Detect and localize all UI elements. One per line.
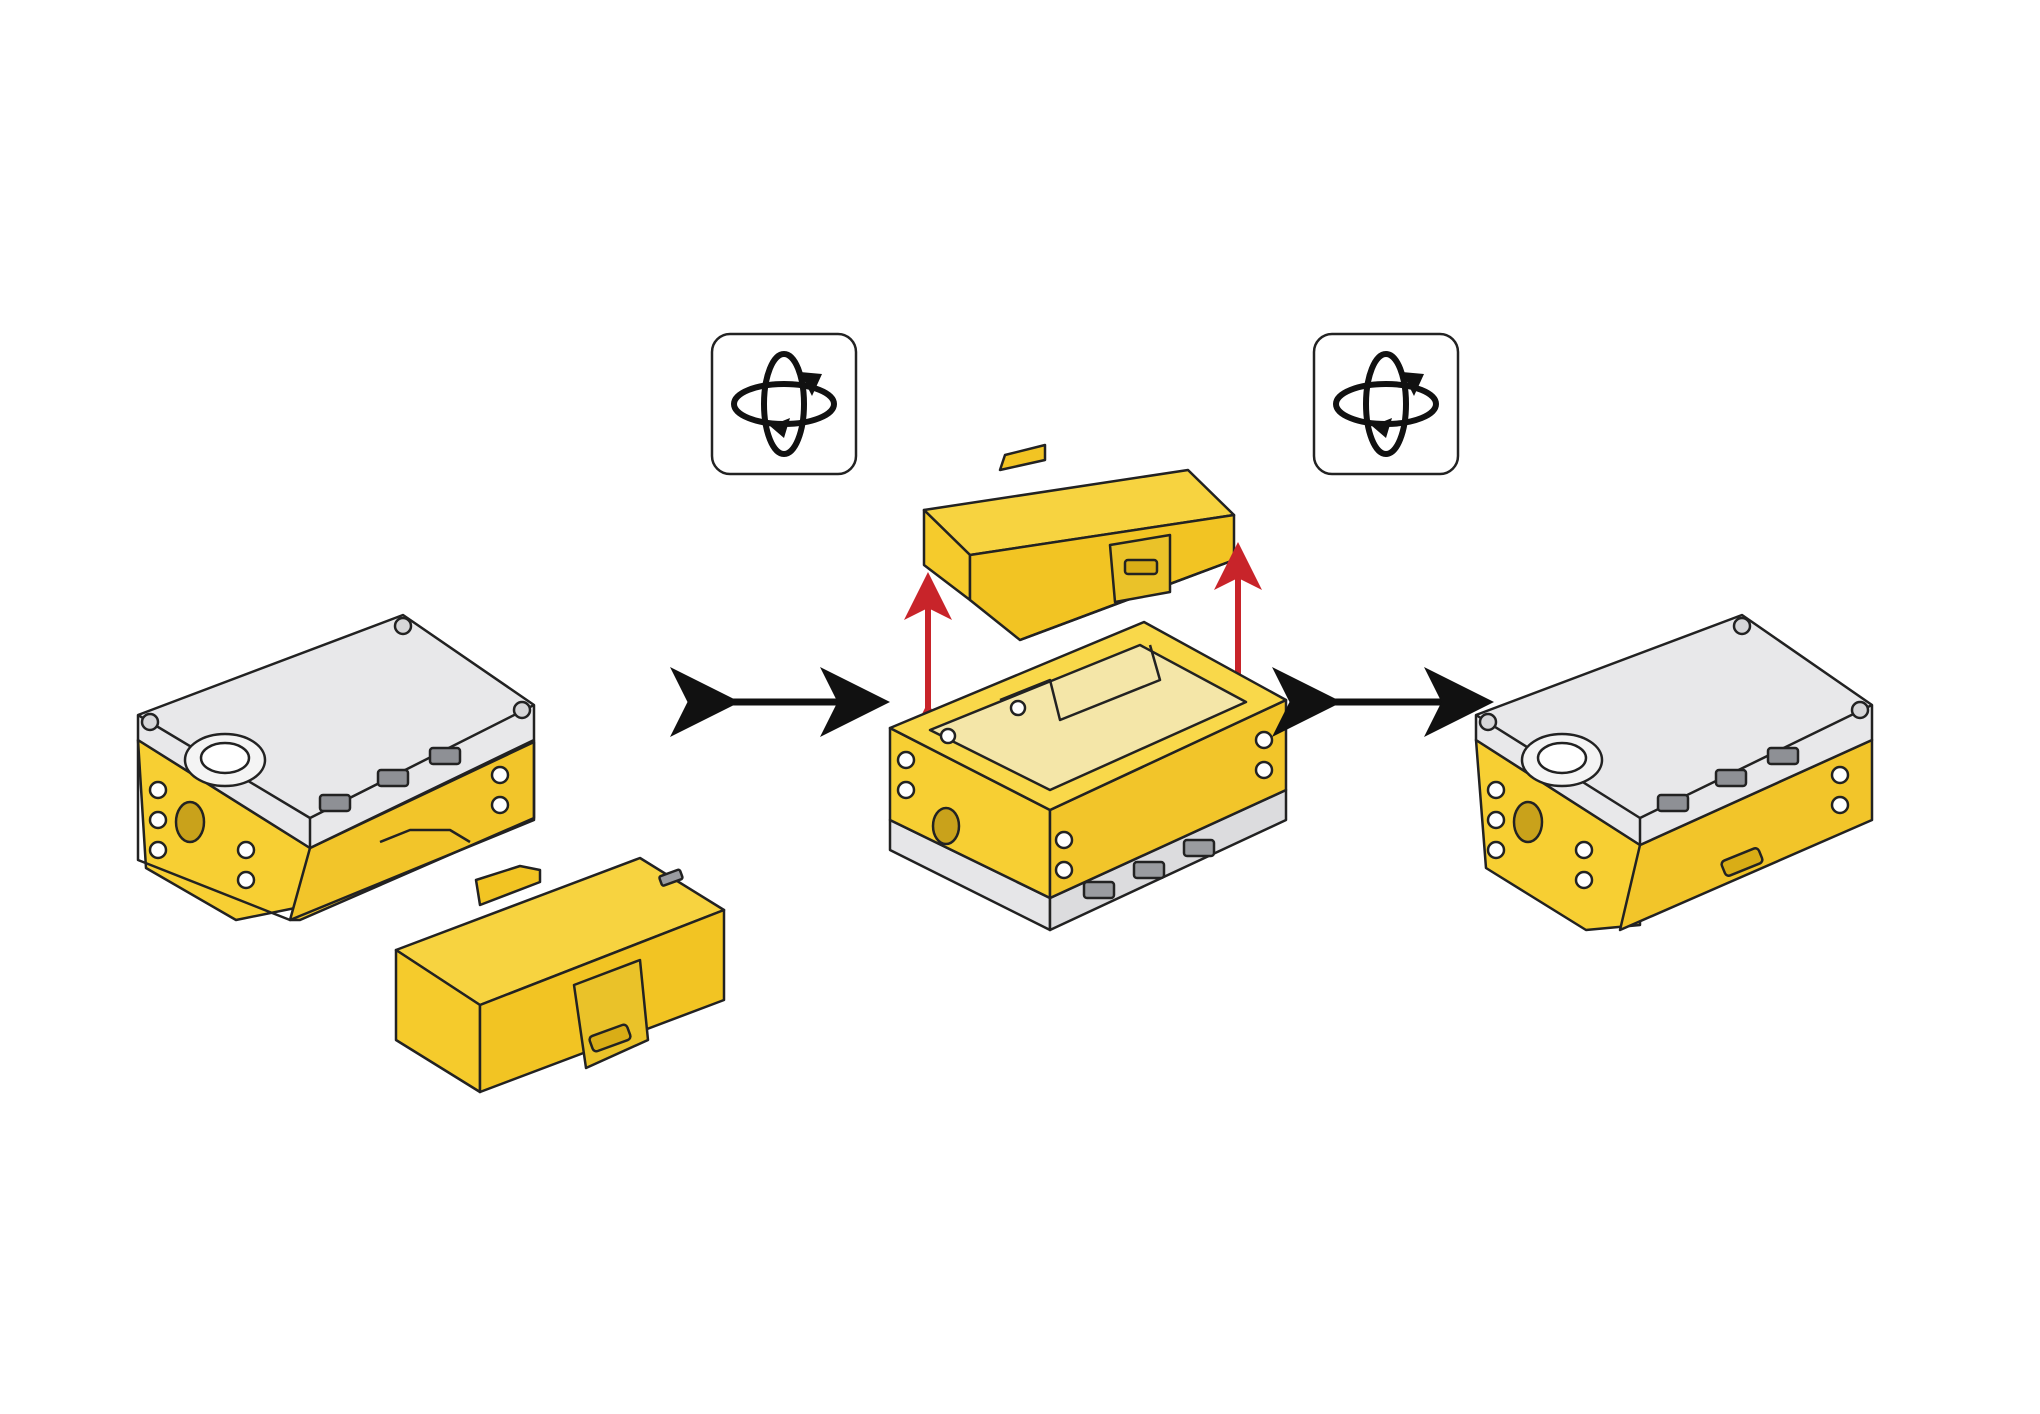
left-battery xyxy=(394,856,726,1094)
right-speaker xyxy=(1512,800,1544,844)
rotate-icon xyxy=(710,332,858,476)
right-battery-clip xyxy=(1720,847,1764,877)
left-speaker xyxy=(174,800,206,844)
left-ports xyxy=(318,746,462,813)
right-hub-top xyxy=(1474,613,1874,847)
center-ports xyxy=(1082,838,1216,900)
center-battery xyxy=(922,443,1236,642)
left-hub xyxy=(136,613,536,922)
right-hub xyxy=(1474,613,1874,932)
center-hub-cavity xyxy=(928,643,1248,792)
rotate-icon xyxy=(1312,332,1460,476)
right-ports xyxy=(1656,746,1800,813)
left-hub-top xyxy=(136,613,536,850)
center-hub xyxy=(888,620,1288,932)
